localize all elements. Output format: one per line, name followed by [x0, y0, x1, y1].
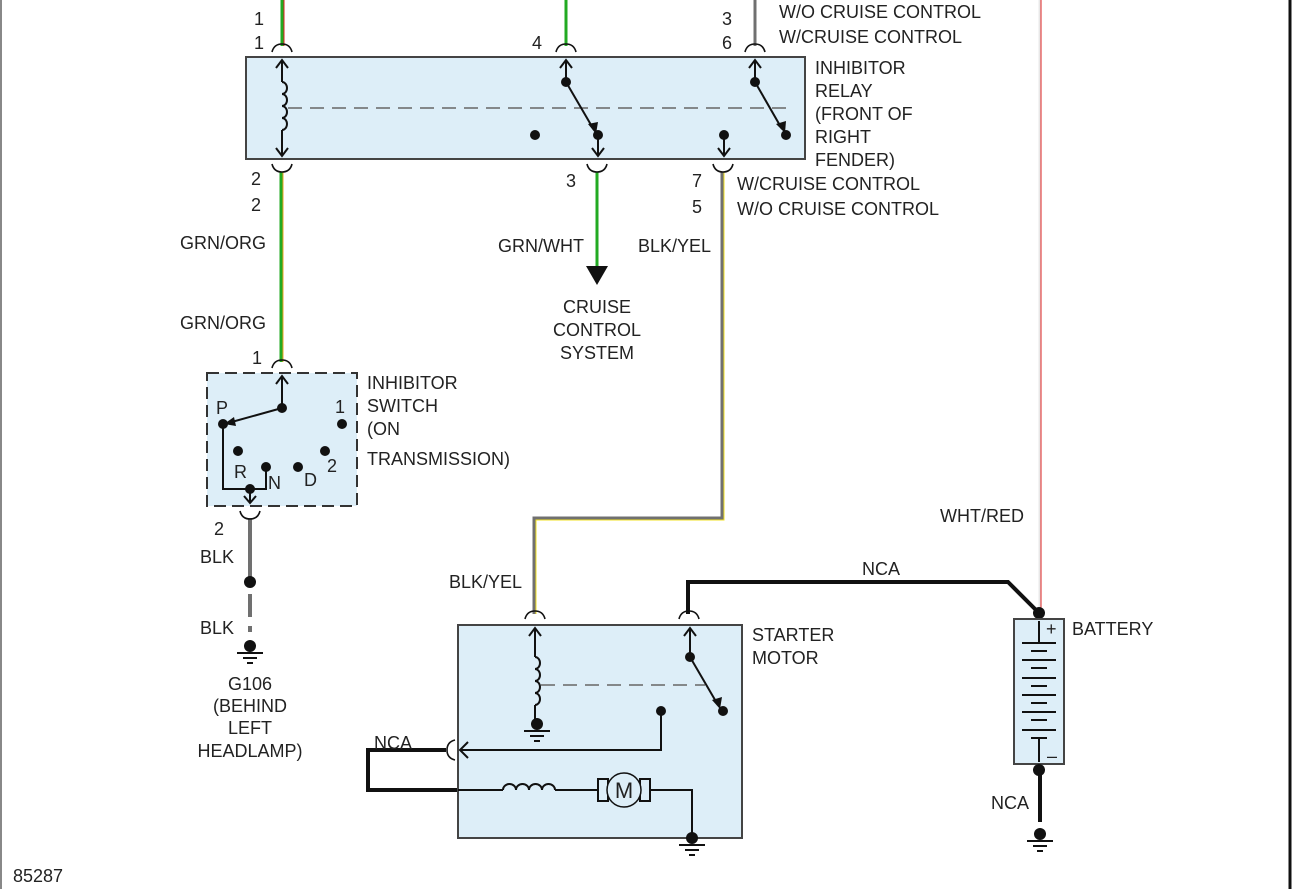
pin-label: 4 [532, 33, 542, 53]
pin-label: 1 [254, 9, 264, 29]
wire-label-nca: NCA [862, 559, 900, 579]
switch-position-1: 1 [335, 397, 345, 417]
wire-label-wht-red: WHT/RED [940, 506, 1024, 526]
ground-icon [237, 640, 263, 664]
switch-position-r: R [234, 462, 247, 482]
switch-position-p: P [216, 398, 228, 418]
wire-nca-starter-loop [366, 748, 458, 792]
wire-wht-red [1038, 0, 1042, 612]
motor-icon [606, 772, 642, 808]
ground-icon [1027, 828, 1053, 852]
battery-plus-sign: + [1046, 619, 1057, 639]
svg-text:G106: G106 [228, 674, 272, 694]
svg-text:SYSTEM: SYSTEM [560, 343, 634, 363]
connector-relay-pin1 [271, 43, 293, 53]
svg-text:LEFT: LEFT [228, 718, 272, 738]
svg-text:(BEHIND: (BEHIND [213, 696, 287, 716]
pin-label: 3 [566, 171, 576, 191]
pin-label: 2 [251, 195, 261, 215]
pin-label: 2 [251, 169, 261, 189]
battery-minus-sign: – [1047, 746, 1057, 766]
connector-relay-pin2 [271, 163, 293, 173]
svg-text:RIGHT: RIGHT [815, 127, 871, 147]
svg-text:RELAY: RELAY [815, 81, 873, 101]
splice-dot [244, 576, 256, 588]
connector-starter-battery [678, 610, 700, 620]
starter-motor [446, 610, 743, 856]
starter-motor-label: STARTER MOTOR [752, 625, 834, 668]
svg-text:(FRONT OF: (FRONT OF [815, 104, 913, 124]
pin-label: 1 [252, 348, 262, 368]
switch-position-d: D [304, 470, 317, 490]
figure-id: 85287 [13, 866, 63, 886]
svg-text:FENDER): FENDER) [815, 150, 895, 170]
wire-label-grn-wht: GRN/WHT [498, 236, 584, 256]
switch-position-2: 2 [327, 456, 337, 476]
wire-label-blk-yel: BLK/YEL [449, 572, 522, 592]
pin-label: 6 [722, 33, 732, 53]
cruise-control-arrow-icon [586, 266, 608, 285]
ground-g106-label: G106 (BEHIND LEFT HEADLAMP) [197, 674, 302, 761]
svg-text:TRANSMISSION): TRANSMISSION) [367, 449, 510, 469]
connector-relay-pin7 [712, 163, 734, 173]
svg-text:STARTER: STARTER [752, 625, 834, 645]
svg-text:INHIBITOR: INHIBITOR [367, 373, 458, 393]
wire-label-grn-org: GRN/ORG [180, 313, 266, 333]
note-w-cruise-top: W/CRUISE CONTROL [779, 27, 962, 47]
wire-label-grn-org: GRN/ORG [180, 233, 266, 253]
note-w-cruise-bottom: W/CRUISE CONTROL [737, 174, 920, 194]
battery [1013, 607, 1065, 776]
wire-label-blk-yel: BLK/YEL [638, 236, 711, 256]
relay-switch-b [717, 58, 791, 158]
pin-label: 1 [254, 33, 264, 53]
relay-coil [275, 58, 289, 158]
svg-text:CONTROL: CONTROL [553, 320, 641, 340]
inhibitor-relay [245, 43, 806, 173]
wire-nca-battery-cable [686, 580, 1040, 614]
wire-grn-org [279, 172, 284, 362]
inhibitor-relay-label: INHIBITOR RELAY (FRONT OF RIGHT FENDER) [815, 58, 913, 170]
svg-text:CRUISE: CRUISE [563, 297, 631, 317]
battery-label: BATTERY [1072, 619, 1153, 639]
connector-starter-nca [446, 739, 456, 761]
connector-relay-pin6 [744, 43, 766, 53]
inhibitor-switch [206, 359, 358, 520]
connector-switch-pin2 [239, 510, 261, 520]
pin-label: 5 [692, 197, 702, 217]
pin-label: 7 [692, 171, 702, 191]
inhibitor-switch-label: INHIBITOR SWITCH (ON TRANSMISSION) [367, 373, 510, 469]
svg-text:MOTOR: MOTOR [752, 648, 819, 668]
pin-label: 2 [214, 519, 224, 539]
connector-switch-pin1 [271, 359, 293, 369]
motor-symbol: M [615, 778, 633, 803]
note-wo-cruise-bottom: W/O CRUISE CONTROL [737, 199, 939, 219]
connector-relay-pin4 [555, 43, 577, 53]
connector-relay-pin3 [586, 163, 608, 173]
relay-switch-a [530, 58, 605, 158]
wire-label-nca: NCA [991, 793, 1029, 813]
wire-grn-red-top [280, 0, 285, 46]
pin-label: 3 [722, 9, 732, 29]
wire-label-blk: BLK [200, 618, 234, 638]
svg-text:HEADLAMP): HEADLAMP) [197, 741, 302, 761]
cruise-control-label: CRUISE CONTROL SYSTEM [553, 297, 641, 363]
svg-text:SWITCH: SWITCH [367, 396, 438, 416]
switch-position-n: N [268, 473, 281, 493]
connector-starter-solenoid [524, 610, 546, 620]
wire-label-blk: BLK [200, 547, 234, 567]
note-wo-cruise-top: W/O CRUISE CONTROL [779, 2, 981, 22]
svg-text:INHIBITOR: INHIBITOR [815, 58, 906, 78]
svg-text:(ON: (ON [367, 419, 400, 439]
wire-blk-yel [532, 172, 725, 614]
wire-label-nca: NCA [374, 733, 412, 753]
